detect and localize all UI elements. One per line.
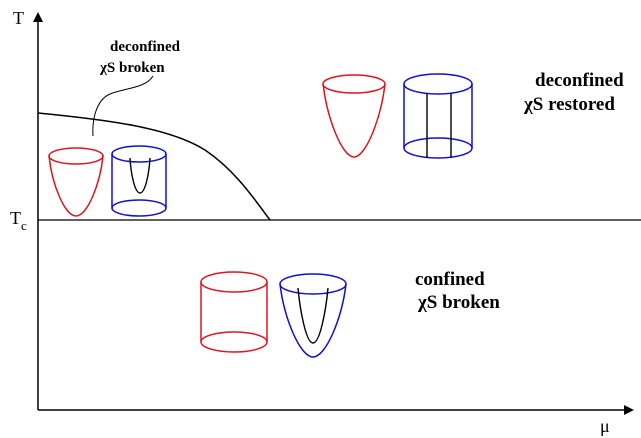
lower-region-label: confined bbox=[415, 269, 485, 290]
tc-label: Tc bbox=[10, 208, 27, 233]
red-potential-bowl-small bbox=[48, 147, 104, 217]
upper-right-region-label-2: χS restored bbox=[523, 94, 615, 115]
blue-potential-bowl-lower bbox=[279, 273, 347, 358]
lower-region-label-2: χS broken bbox=[417, 292, 500, 313]
inner-well-curve-small bbox=[129, 157, 151, 194]
red-potential-bowl-right bbox=[322, 74, 386, 158]
upper-left-region-label: deconfined bbox=[110, 39, 181, 55]
upper-right-region-label: deconfined bbox=[535, 70, 624, 91]
phase-boundary-curve bbox=[37, 112, 271, 221]
inner-flat-walls-right bbox=[426, 93, 452, 158]
upper-left-region-label-2: χS broken bbox=[99, 60, 165, 76]
blue-potential-cylinder-right bbox=[403, 73, 473, 159]
red-potential-cylinder-lower bbox=[200, 271, 268, 353]
blue-potential-cylinder-small bbox=[111, 145, 167, 217]
inner-well-curve-lower bbox=[297, 287, 329, 344]
label-pointer-line bbox=[92, 75, 154, 137]
y-axis-label: T bbox=[13, 8, 24, 28]
x-axis-label: μ bbox=[600, 416, 610, 436]
